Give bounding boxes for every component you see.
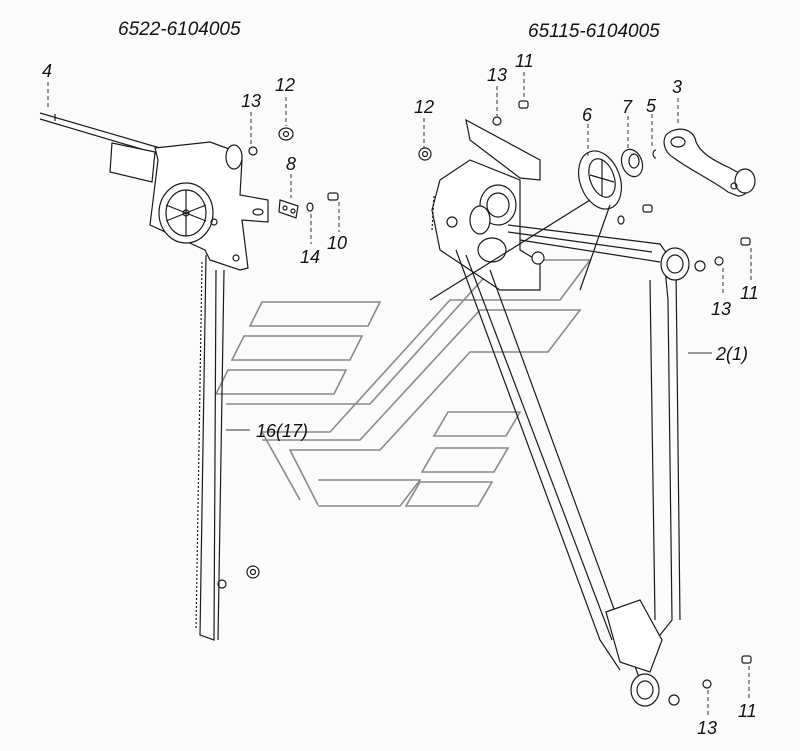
label-washer-13-top: 13 [487, 65, 508, 85]
label-bolt-11-top: 11 [515, 51, 534, 71]
label-cable-frame: 2(1) [716, 344, 749, 364]
label-bolt-11-bottom: 11 [738, 701, 757, 721]
label-plate-8: 8 [286, 154, 297, 174]
left-motor-assembly [39, 112, 269, 271]
label-nut-12-left: 12 [275, 75, 296, 95]
label-bushing-7: 7 [622, 97, 633, 117]
label-bolt-11-mid: 11 [740, 283, 759, 303]
label-spring-washer-14: 14 [300, 247, 321, 267]
label-pulley-6: 6 [582, 105, 593, 125]
label-washer-13-bottom: 13 [697, 718, 718, 738]
right-assembly-part-number: 65115-6104005 [528, 21, 660, 42]
left-assembly-part-number: 6522-6104005 [118, 19, 241, 40]
label-rack: 16(17) [256, 421, 309, 441]
right-regulator-assembly [431, 118, 706, 707]
right-handle-parts [429, 128, 756, 301]
left-rack [195, 254, 260, 641]
label-bolt-10: 10 [327, 233, 348, 253]
label-washer-13-mid: 13 [711, 299, 732, 319]
label-retainer-5: 5 [646, 96, 657, 116]
label-shaft: 4 [42, 61, 53, 81]
right-fasteners [418, 100, 752, 689]
label-handle-3: 3 [672, 77, 683, 97]
label-nut-12-right: 12 [414, 97, 435, 117]
left-fasteners [248, 127, 339, 219]
label-washer-13-left: 13 [241, 91, 262, 111]
watermark-logo [214, 259, 592, 507]
